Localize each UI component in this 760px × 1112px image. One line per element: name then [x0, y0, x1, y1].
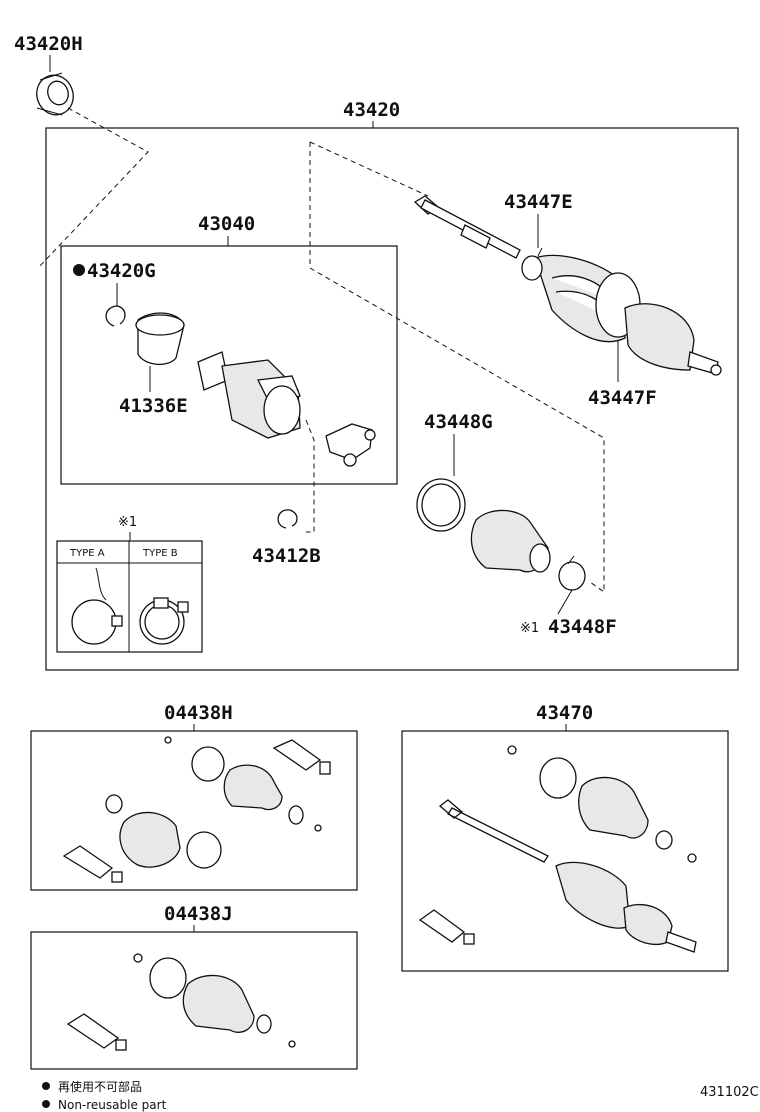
clamp-type-a[interactable]	[71, 567, 123, 645]
label-04438H[interactable]: 04438H	[164, 702, 233, 724]
label-43420G[interactable]: 43420G	[87, 260, 156, 282]
clamp-43447E[interactable]	[521, 247, 543, 281]
kit-04438H-parts[interactable]	[62, 736, 331, 883]
ref-mark-43448F: ※1	[520, 621, 539, 636]
label-04438J[interactable]: 04438J	[164, 903, 233, 925]
oil-seal-43420H[interactable]	[31, 70, 79, 120]
label-43420[interactable]: 43420	[343, 99, 400, 121]
legend-line-1: 再使用不可部品	[58, 1079, 142, 1094]
inner-joint-housing[interactable]	[197, 351, 301, 439]
kit-box-04438H	[30, 730, 358, 891]
figure-code: 431102C	[700, 1085, 759, 1100]
label-43470[interactable]: 43470	[536, 702, 593, 724]
clamp-type-b[interactable]	[139, 597, 189, 645]
label-43412B[interactable]: 43412B	[252, 545, 321, 567]
label-43447F[interactable]: 43447F	[588, 387, 657, 409]
clamp-43448F[interactable]	[558, 555, 586, 591]
label-43420H[interactable]: 43420H	[14, 33, 83, 55]
type-a-label: TYPE A	[69, 548, 105, 559]
snap-ring-43420G[interactable]	[105, 305, 126, 327]
label-43448G[interactable]: 43448G	[424, 411, 493, 433]
label-43040[interactable]: 43040	[198, 213, 255, 235]
inner-boot[interactable]	[470, 509, 551, 573]
kit-box-43470	[401, 730, 729, 972]
bearing-41336E[interactable]	[135, 312, 185, 365]
assembly-box-43420	[45, 127, 739, 671]
kit-04438J-parts[interactable]	[66, 953, 296, 1051]
type-note-mark: ※1	[118, 515, 137, 530]
tripod-joint[interactable]	[325, 423, 376, 467]
assembly-box-43040	[60, 245, 398, 485]
drive-shaft-outboard[interactable]	[413, 195, 722, 376]
legend-dot-2	[42, 1100, 50, 1108]
legend-dot-1	[42, 1082, 50, 1090]
type-b-label: TYPE B	[142, 548, 178, 559]
label-43448F[interactable]: 43448F	[548, 616, 617, 638]
kit-box-04438J	[30, 931, 358, 1070]
label-41336E[interactable]: 41336E	[119, 395, 188, 417]
kit-43470-parts[interactable]	[418, 745, 697, 953]
non-reusable-dot-43420G	[73, 264, 85, 276]
legend-line-2: Non-reusable part	[58, 1098, 167, 1112]
label-43447E[interactable]: 43447E	[504, 191, 573, 213]
snap-ring-43412B[interactable]	[277, 509, 298, 529]
